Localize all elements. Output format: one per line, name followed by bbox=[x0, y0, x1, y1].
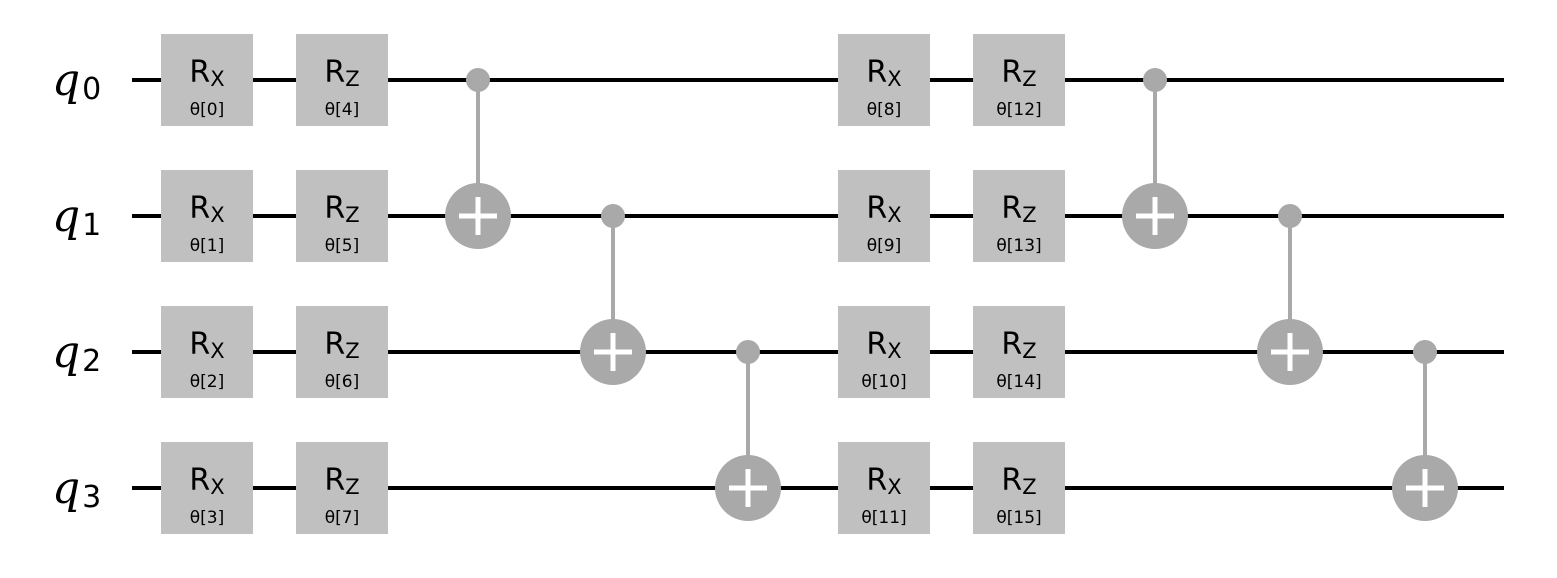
gate-parameter: θ[10] bbox=[861, 372, 906, 392]
gate-box bbox=[161, 442, 253, 534]
gate-name: RZ bbox=[1001, 55, 1036, 91]
rotation-gate: RZ θ[15] bbox=[973, 442, 1065, 534]
gate-name: RX bbox=[189, 327, 224, 363]
rotation-gate: RX θ[9] bbox=[838, 170, 930, 262]
control-dot bbox=[736, 340, 760, 364]
gate-parameter: θ[0] bbox=[190, 100, 224, 120]
gate-box bbox=[973, 170, 1065, 262]
gate-box bbox=[161, 306, 253, 398]
rotation-gate: RX θ[10] bbox=[838, 306, 930, 398]
gate-parameter: θ[2] bbox=[190, 372, 224, 392]
gate-box bbox=[838, 442, 930, 534]
rotation-gate: RZ θ[14] bbox=[973, 306, 1065, 398]
cnot-gate bbox=[580, 204, 646, 385]
rotation-gate: RZ θ[13] bbox=[973, 170, 1065, 262]
gate-box bbox=[838, 306, 930, 398]
gate-name: RZ bbox=[1001, 327, 1036, 363]
gate-parameter: θ[7] bbox=[325, 508, 359, 528]
rotation-gate: RZ θ[7] bbox=[296, 442, 388, 534]
gate-box bbox=[296, 442, 388, 534]
gate-parameter: θ[13] bbox=[996, 236, 1041, 256]
gate-box bbox=[973, 306, 1065, 398]
control-dot bbox=[1278, 204, 1302, 228]
cnot-gate bbox=[1122, 68, 1188, 249]
gate-box bbox=[973, 34, 1065, 126]
rotation-gate: RZ θ[4] bbox=[296, 34, 388, 126]
gate-name: RX bbox=[866, 191, 901, 227]
qubit-label: q1 bbox=[52, 191, 101, 243]
rotation-gate: RZ θ[12] bbox=[973, 34, 1065, 126]
gate-parameter: θ[1] bbox=[190, 236, 224, 256]
qubit-label: q2 bbox=[52, 327, 101, 379]
gate-name: RX bbox=[189, 191, 224, 227]
rotation-gate: RZ θ[5] bbox=[296, 170, 388, 262]
rotation-gate: RZ θ[6] bbox=[296, 306, 388, 398]
gate-name: RZ bbox=[1001, 463, 1036, 499]
gate-box bbox=[161, 170, 253, 262]
gate-box bbox=[838, 170, 930, 262]
gate-name: RX bbox=[189, 55, 224, 91]
rotation-gate: RX θ[2] bbox=[161, 306, 253, 398]
control-dot bbox=[466, 68, 490, 92]
control-dot bbox=[601, 204, 625, 228]
rotation-gate: RX θ[11] bbox=[838, 442, 930, 534]
control-dot bbox=[1413, 340, 1437, 364]
gate-name: RZ bbox=[324, 191, 359, 227]
gate-box bbox=[838, 34, 930, 126]
gate-box bbox=[161, 34, 253, 126]
gate-box bbox=[973, 442, 1065, 534]
gate-parameter: θ[12] bbox=[996, 100, 1041, 120]
gate-name: RZ bbox=[324, 463, 359, 499]
gate-name: RX bbox=[189, 463, 224, 499]
cnot-gate bbox=[445, 68, 511, 249]
rotation-gate: RX θ[1] bbox=[161, 170, 253, 262]
gate-parameter: θ[15] bbox=[996, 508, 1041, 528]
qubit-label: q0 bbox=[52, 55, 101, 107]
gate-parameter: θ[6] bbox=[325, 372, 359, 392]
control-dot bbox=[1143, 68, 1167, 92]
gate-parameter: θ[5] bbox=[325, 236, 359, 256]
gate-name: RX bbox=[866, 55, 901, 91]
gate-parameter: θ[4] bbox=[325, 100, 359, 120]
gate-name: RZ bbox=[1001, 191, 1036, 227]
gate-parameter: θ[8] bbox=[867, 100, 901, 120]
gate-box bbox=[296, 170, 388, 262]
rotation-gate: RX θ[3] bbox=[161, 442, 253, 534]
gate-box bbox=[296, 306, 388, 398]
gate-parameter: θ[9] bbox=[867, 236, 901, 256]
gate-name: RX bbox=[866, 327, 901, 363]
gate-box bbox=[296, 34, 388, 126]
qubit-label: q3 bbox=[52, 463, 101, 515]
gate-name: RZ bbox=[324, 327, 359, 363]
gate-parameter: θ[3] bbox=[190, 508, 224, 528]
cnot-gate bbox=[1392, 340, 1458, 521]
gate-parameter: θ[11] bbox=[861, 508, 906, 528]
gate-parameter: θ[14] bbox=[996, 372, 1041, 392]
cnot-gate bbox=[1257, 204, 1323, 385]
rotation-gate: RX θ[8] bbox=[838, 34, 930, 126]
rotation-gate: RX θ[0] bbox=[161, 34, 253, 126]
gate-name: RZ bbox=[324, 55, 359, 91]
cnot-gate bbox=[715, 340, 781, 521]
gate-name: RX bbox=[866, 463, 901, 499]
